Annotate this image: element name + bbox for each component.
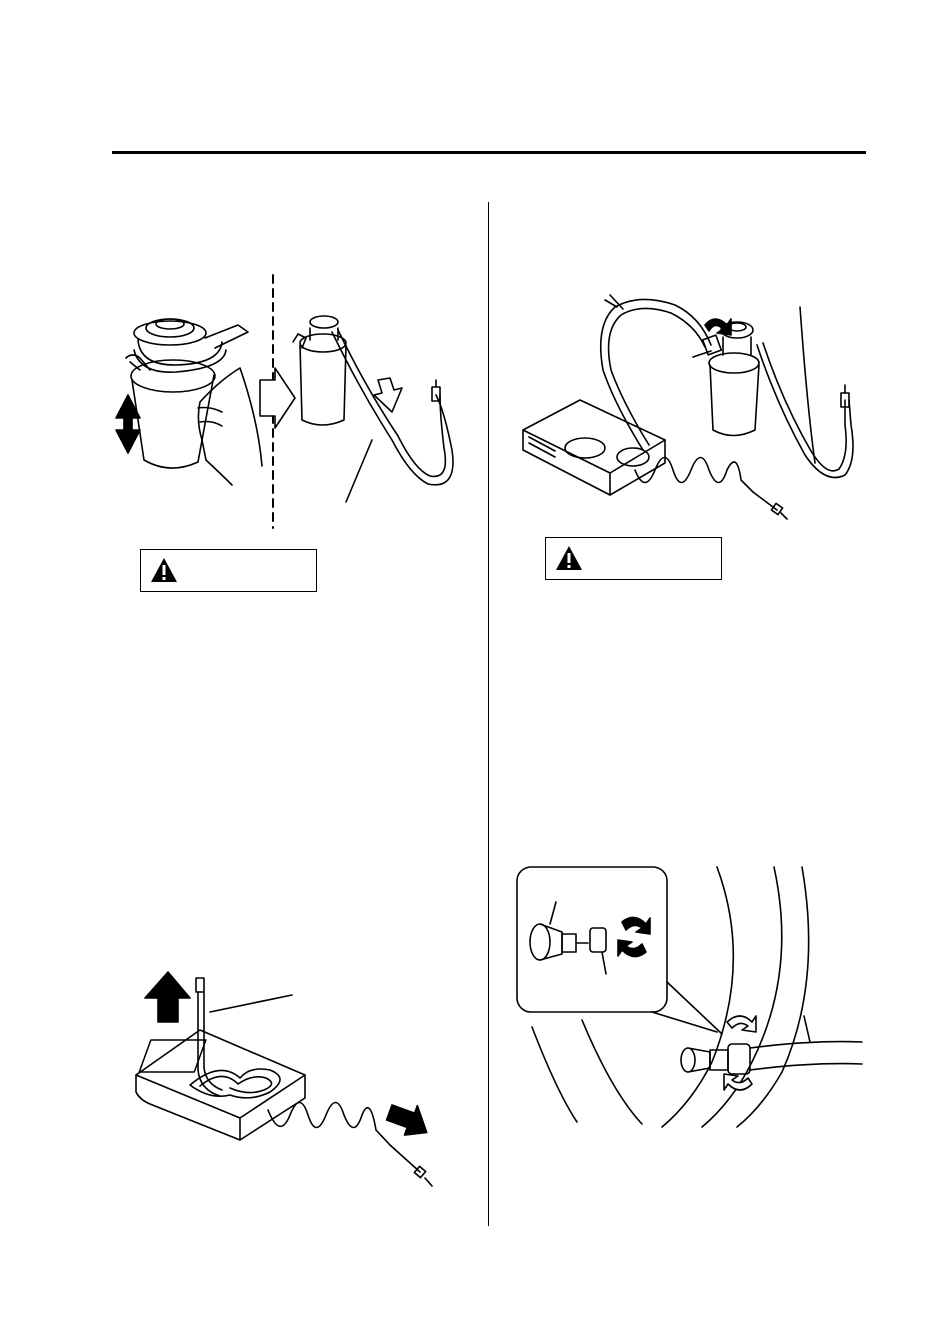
compressor-hose-removal-illustration — [135, 971, 433, 1187]
header-rule — [112, 151, 866, 154]
warning-triangle-icon — [151, 558, 177, 582]
compressor-bottle-connection-illustration — [522, 294, 854, 520]
warning-box-1 — [140, 549, 317, 592]
tire-valve-connection-illustration — [516, 866, 863, 1128]
sealant-bottle-shake-illustration — [115, 274, 454, 529]
warning-box-2 — [545, 537, 722, 580]
column-divider — [488, 202, 489, 1226]
warning-triangle-icon — [556, 546, 582, 570]
